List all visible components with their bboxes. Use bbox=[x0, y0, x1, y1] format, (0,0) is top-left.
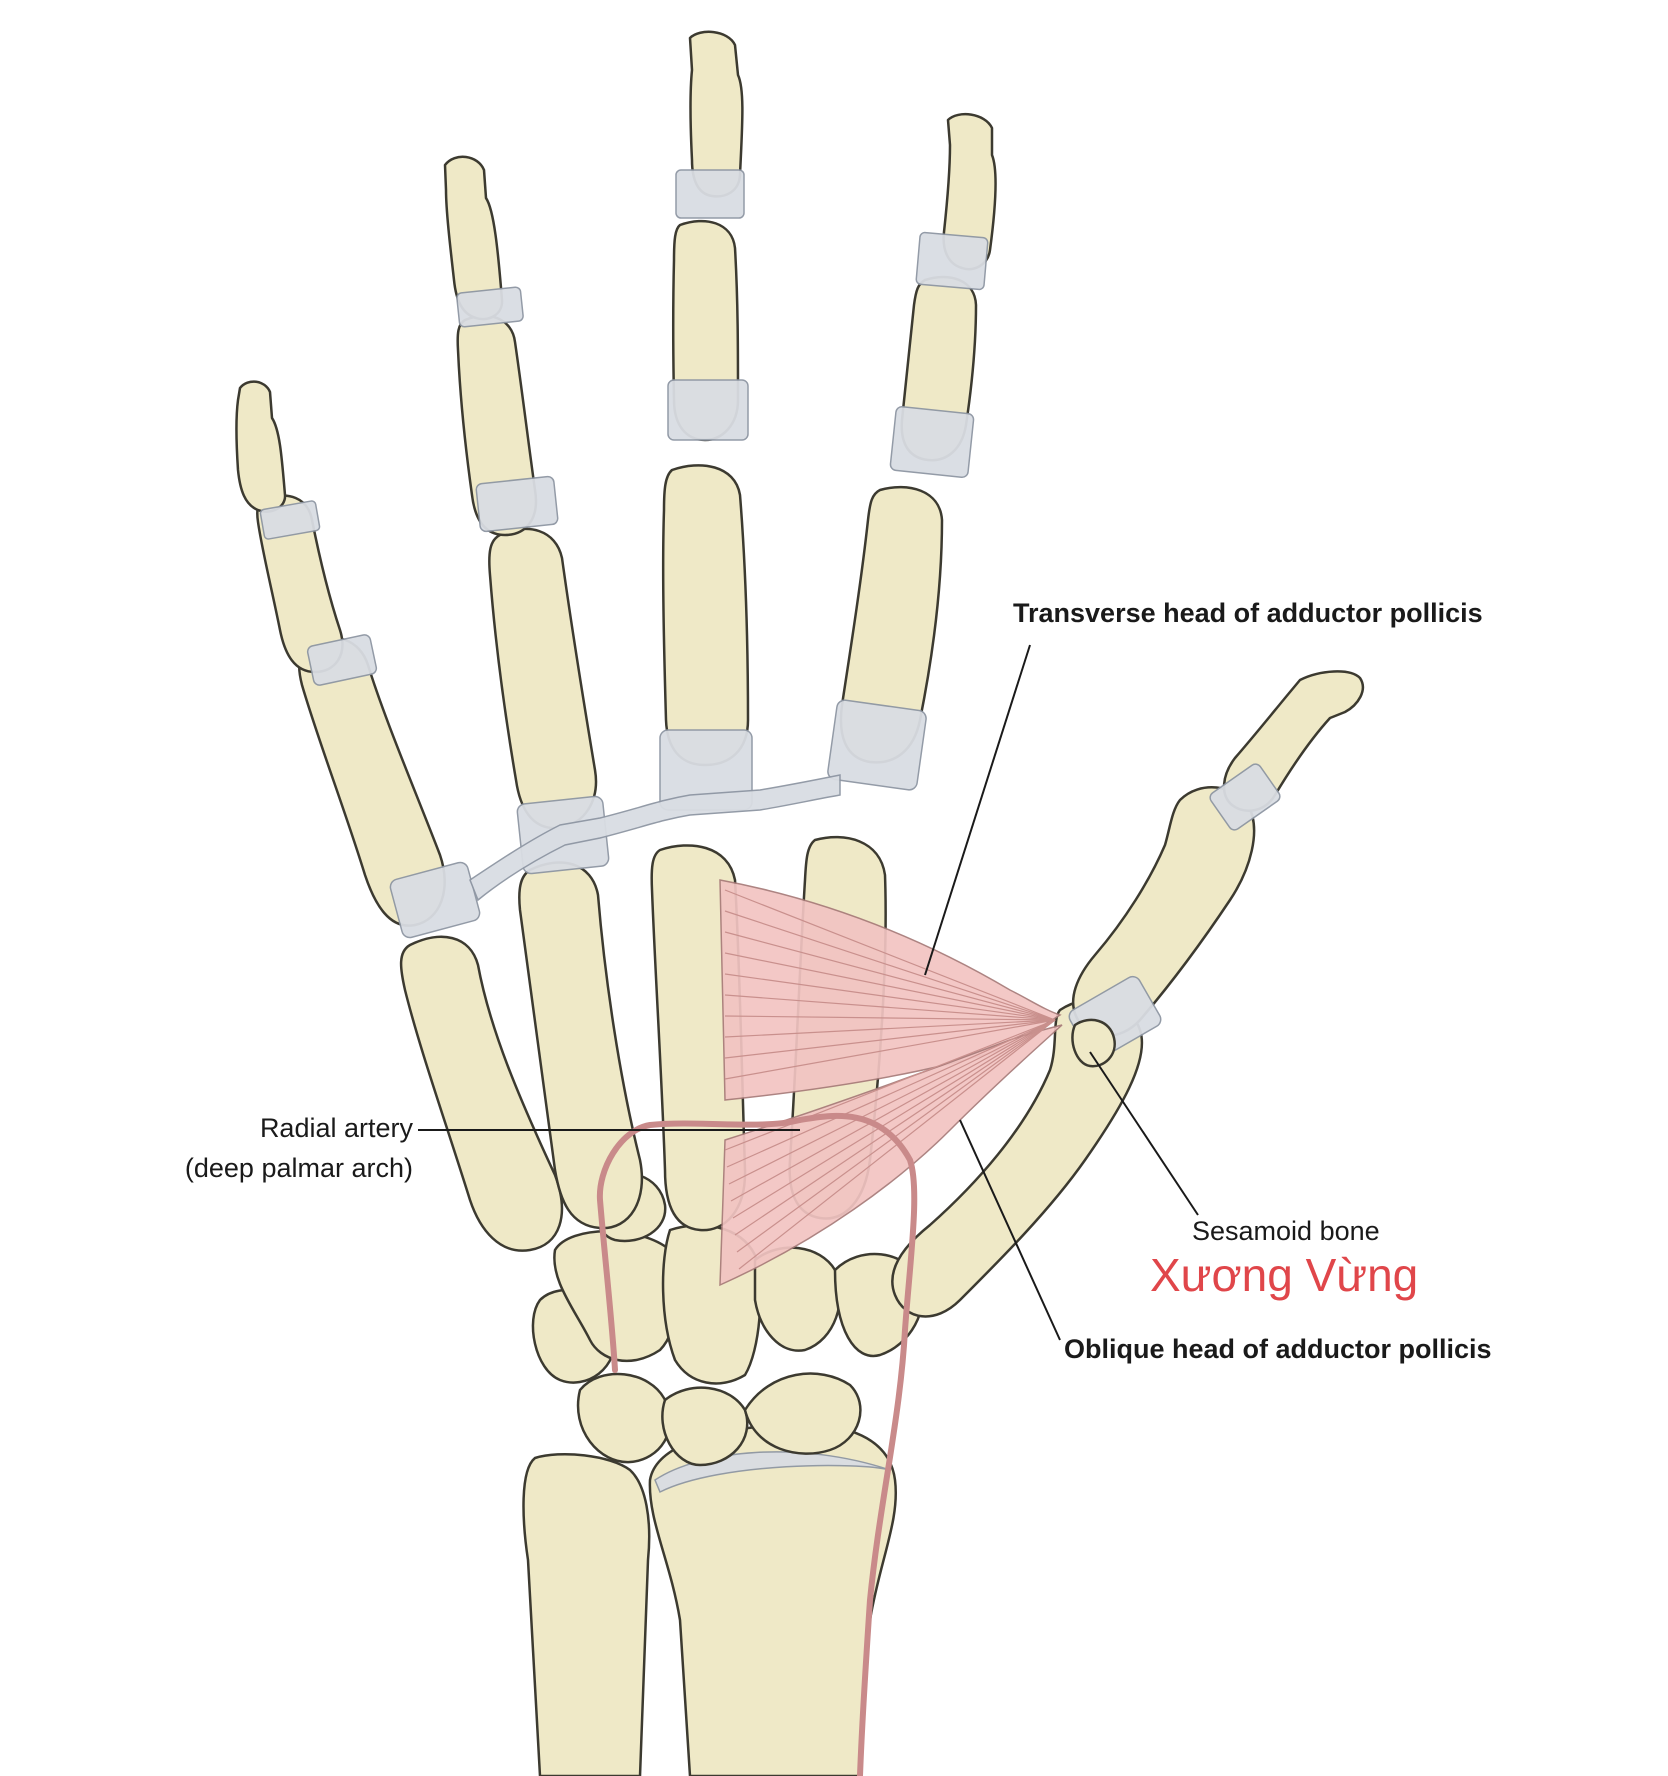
adductor-pollicis-muscle bbox=[719, 879, 1063, 1287]
muscle-fiber-line bbox=[728, 1019, 1056, 1185]
muscle-fiber-line bbox=[726, 1019, 1056, 1168]
index-mcp-ligament bbox=[827, 699, 927, 791]
scaphoid-bone bbox=[743, 1372, 862, 1455]
oblique-leader-line bbox=[959, 1119, 1061, 1341]
index-pip-ligament bbox=[889, 405, 975, 479]
deep-palmar-arch-label: (deep palmar arch) bbox=[184, 1153, 413, 1183]
ring-dip-ligament bbox=[456, 286, 524, 328]
muscle-fiber-line bbox=[724, 1019, 1056, 1038]
muscle-fiber-line bbox=[724, 931, 1056, 1021]
deep-transverse-metacarpal-ligament bbox=[469, 774, 841, 902]
middle-proximal-phalanx bbox=[661, 464, 750, 767]
middle-dip-ligament bbox=[675, 169, 745, 219]
muscle-fiber-line bbox=[724, 1019, 1056, 1059]
sesamoid-leader-line bbox=[1089, 1051, 1199, 1216]
muscle-fiber-line bbox=[724, 973, 1056, 1021]
muscle-fiber-line bbox=[734, 1019, 1056, 1236]
transverse-head-label: Transverse head of adductor pollicis bbox=[1013, 598, 1483, 628]
transverse-head-muscle bbox=[719, 879, 1062, 1101]
sesamoid-bone bbox=[1071, 1018, 1116, 1068]
muscle-fiber-line bbox=[732, 1019, 1056, 1219]
little-distal-phalanx bbox=[235, 380, 287, 513]
radial-artery bbox=[596, 1112, 918, 1776]
oblique-head-muscle bbox=[719, 1024, 1063, 1287]
muscle-fiber-line bbox=[724, 994, 1056, 1021]
muscle-fiber-line bbox=[724, 1019, 1056, 1151]
transverse-leader-line bbox=[924, 644, 1031, 976]
metacarpal-1 bbox=[891, 998, 1144, 1318]
muscle-fiber-line bbox=[730, 1019, 1056, 1202]
little-dip-ligament bbox=[259, 500, 321, 540]
sesamoid-bone-label: Sesamoid bone bbox=[1192, 1216, 1380, 1246]
muscle-fiber-line bbox=[724, 1019, 1056, 1080]
ring-proximal-phalanx bbox=[488, 527, 598, 830]
middle-pip-ligament bbox=[667, 379, 749, 441]
leader-lines bbox=[418, 644, 1199, 1341]
oblique-head-label: Oblique head of adductor pollicis bbox=[1064, 1334, 1492, 1364]
metacarpal-5 bbox=[399, 935, 564, 1252]
muscle-fiber-line bbox=[724, 952, 1056, 1021]
ring-finger bbox=[443, 155, 610, 875]
little-finger bbox=[235, 380, 481, 939]
sesamoid-bone-vietnamese-label: Xương Vừng bbox=[1150, 1249, 1419, 1301]
forearm-bones bbox=[522, 1423, 897, 1776]
index-dip-ligament bbox=[915, 231, 989, 291]
thumb-ip-ligament bbox=[1209, 763, 1281, 831]
carpal-bones bbox=[531, 1171, 924, 1467]
triquetrum-bone bbox=[576, 1372, 672, 1464]
trapezoid-bone bbox=[753, 1246, 842, 1352]
muscle-fiber-line bbox=[724, 889, 1056, 1021]
muscle-fiber-line bbox=[724, 1015, 1056, 1021]
muscle-fiber-line bbox=[724, 910, 1056, 1021]
little-pip-ligament bbox=[306, 634, 378, 686]
radial-artery-label: Radial artery bbox=[259, 1113, 413, 1143]
index-finger bbox=[827, 112, 997, 791]
thumb bbox=[1068, 670, 1365, 1068]
ring-pip-ligament bbox=[475, 475, 559, 533]
lunate-bone bbox=[661, 1386, 749, 1467]
middle-finger bbox=[659, 30, 753, 811]
ulna-bone bbox=[522, 1453, 651, 1776]
